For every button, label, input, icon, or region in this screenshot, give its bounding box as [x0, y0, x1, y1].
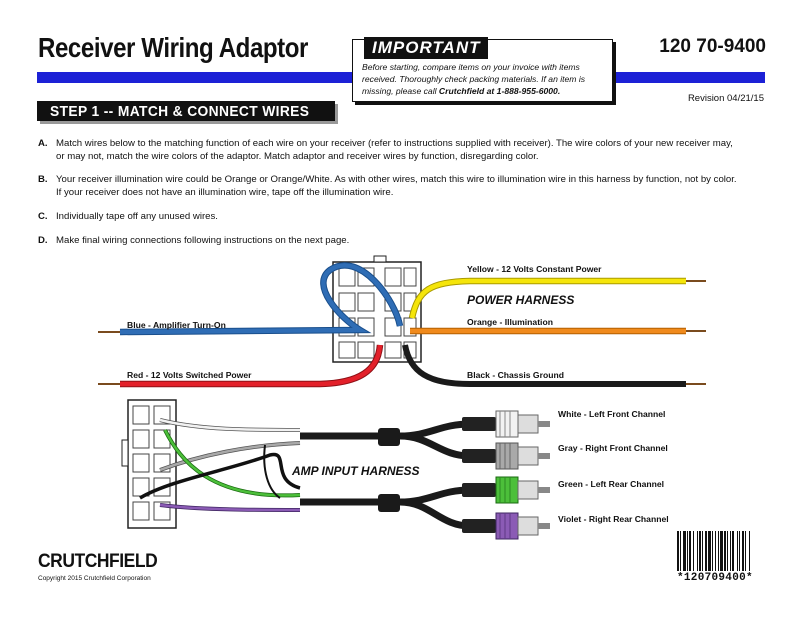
- barcode-bar: [715, 531, 716, 571]
- header-rule-right: [612, 72, 765, 83]
- barcode-bar: [708, 531, 711, 571]
- wire-red: [98, 344, 384, 388]
- label-green-channel: Green - Left Rear Channel: [558, 479, 664, 489]
- label-violet-channel: Violet - Right Rear Channel: [558, 514, 669, 524]
- splitter-top: [378, 428, 400, 446]
- amp-harness-label: AMP INPUT HARNESS: [291, 464, 420, 478]
- barcode-bar: [724, 531, 726, 571]
- barcode-bar: [683, 531, 686, 571]
- wire-black: [402, 344, 706, 387]
- amp-input-wires: [139, 418, 301, 512]
- instruction-b: B. Your receiver illumination wire could…: [38, 173, 738, 199]
- barcode-bar: [730, 531, 731, 571]
- barcode-image: [677, 531, 750, 571]
- barcode-bar: [697, 531, 698, 571]
- instruction-c: C. Individually tape off any unused wire…: [38, 210, 738, 223]
- step-banner: [37, 101, 335, 121]
- instruction-letter: B.: [38, 174, 48, 185]
- wiring-diagram: Yellow - 12 Volts Constant Power Blue - …: [98, 255, 706, 540]
- amp-harness-connector: [121, 399, 177, 529]
- header-rule-left: [37, 72, 353, 83]
- barcode-bar: [702, 531, 703, 571]
- instruction-text: Match wires below to the matching functi…: [56, 138, 733, 162]
- barcode-bar: [720, 531, 723, 571]
- instruction-text: Your receiver illumination wire could be…: [56, 174, 737, 198]
- rca-plug-white: [462, 410, 550, 438]
- label-gray-channel: Gray - Right Front Channel: [558, 443, 668, 453]
- barcode-bar: [737, 531, 738, 571]
- crutchfield-logo: CRUTCHFIELD: [38, 551, 158, 572]
- instruction-letter: A.: [38, 138, 48, 149]
- copyright: Copyright 2015 Crutchfield Corporation: [38, 575, 151, 582]
- label-yellow-wire: Yellow - 12 Volts Constant Power: [467, 264, 602, 274]
- barcode-bar: [689, 531, 691, 571]
- barcode-bar: [677, 531, 679, 571]
- splitter-bottom: [378, 494, 400, 512]
- rca-plug-violet: [462, 512, 550, 540]
- power-harness-label: POWER HARNESS: [467, 293, 574, 307]
- label-blue-wire: Blue - Amplifier Turn-On: [127, 320, 226, 330]
- label-black-wire: Black - Chassis Ground: [467, 370, 564, 380]
- part-number: 120 70-9400: [659, 36, 766, 57]
- barcode-bar: [742, 531, 744, 571]
- wire-blue: [98, 262, 404, 336]
- instruction-a: A. Match wires below to the matching fun…: [38, 137, 738, 163]
- label-orange-wire: Orange - Illumination: [467, 317, 553, 327]
- revision-date: Revision 04/21/15: [687, 93, 764, 104]
- label-white-channel: White - Left Front Channel: [558, 409, 665, 419]
- important-phone: Crutchfield at 1-888-955-6000.: [438, 86, 561, 96]
- instruction-letter: C.: [38, 211, 48, 222]
- barcode-number: *120709400*: [677, 572, 753, 584]
- barcode-bar: [687, 531, 688, 571]
- instruction-d: D. Make final wiring connections followi…: [38, 234, 738, 247]
- instruction-text: Individually tape off any unused wires.: [56, 211, 218, 222]
- barcode-bar: [745, 531, 746, 571]
- barcode-bar: [705, 531, 707, 571]
- important-body: Before starting, compare items on your i…: [362, 62, 586, 96]
- label-red-wire: Red - 12 Volts Switched Power: [127, 370, 252, 380]
- barcode-bar: [739, 531, 740, 571]
- instruction-letter: D.: [38, 235, 48, 246]
- barcode-bar: [699, 531, 701, 571]
- document-title: Receiver Wiring Adaptor: [38, 32, 308, 63]
- instruction-text: Make final wiring connections following …: [56, 235, 350, 246]
- important-heading: IMPORTANT: [364, 37, 489, 59]
- rca-plug-gray: [462, 442, 550, 470]
- rca-plug-green: [462, 476, 550, 504]
- barcode-bar: [727, 531, 728, 571]
- barcode-bar: [732, 531, 734, 571]
- barcode-bar: [693, 531, 694, 571]
- wire-yellow: [408, 277, 706, 319]
- step-title: STEP 1 -- MATCH & CONNECT WIRES: [50, 103, 310, 120]
- barcode-bar: [749, 531, 750, 571]
- barcode-bar: [718, 531, 719, 571]
- barcode-bar: [680, 531, 681, 571]
- barcode-bar: [712, 531, 713, 571]
- important-text: Before starting, compare items on your i…: [362, 61, 610, 97]
